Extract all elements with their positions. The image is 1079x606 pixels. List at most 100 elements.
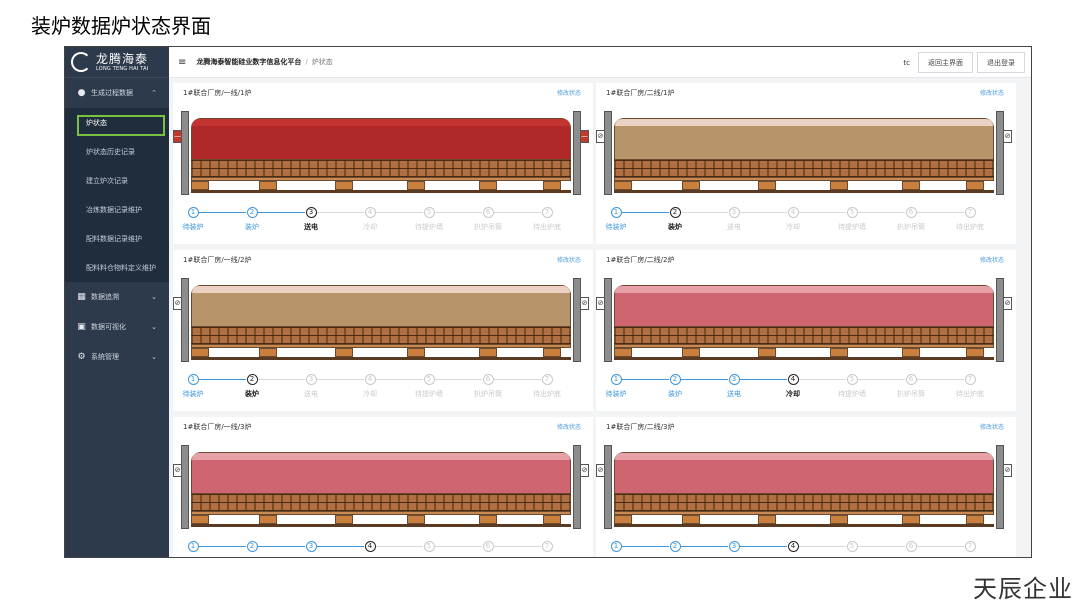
process-step[interactable]: 4 冷却 <box>764 374 822 399</box>
process-step[interactable]: 4 冷却 <box>341 207 399 232</box>
modify-status-link[interactable]: 修改状态 <box>556 424 581 431</box>
breadcrumb-platform[interactable]: 龙腾海泰智能硅业数字信息化平台 <box>196 58 302 66</box>
sidebar-item-create-record[interactable]: 建立炉次记录 <box>65 166 169 195</box>
process-step[interactable]: 2 装炉 <box>646 207 704 232</box>
process-step[interactable]: 1 <box>587 541 645 552</box>
menu-trace[interactable]: ▦ 数据追溯 ⌄ <box>65 282 169 312</box>
process-step[interactable]: 6 <box>459 541 517 552</box>
calendar-icon: ▦ <box>77 292 86 302</box>
step-connector <box>681 546 728 547</box>
step-number: 6 <box>905 374 917 385</box>
process-step[interactable]: 1 待装炉 <box>587 374 645 399</box>
furnace-legs <box>614 348 994 357</box>
process-step[interactable]: 6 扒炉吊筒 <box>882 207 940 232</box>
process-step[interactable]: 6 扒炉吊筒 <box>459 374 517 399</box>
furnace-leg <box>191 348 209 357</box>
process-step[interactable]: 1 待装炉 <box>164 374 222 399</box>
process-step[interactable]: 7 待出炉底 <box>941 207 999 232</box>
menu-production[interactable]: ● 生成过程数据 ⌃ <box>65 78 169 108</box>
process-step[interactable]: 3 <box>705 541 763 552</box>
footer-brand: 天辰企业 <box>973 575 1073 603</box>
step-connector <box>917 212 964 213</box>
process-step[interactable]: 6 <box>882 541 940 552</box>
step-number: 5 <box>846 207 858 218</box>
electrode-post <box>604 278 612 362</box>
step-label: 送电 <box>304 390 318 398</box>
modify-status-link[interactable]: 修改状态 <box>556 90 581 97</box>
process-step[interactable]: 5 <box>823 541 881 552</box>
step-connector <box>799 546 846 547</box>
process-step[interactable]: 2 <box>646 541 704 552</box>
process-step[interactable]: 5 <box>400 541 458 552</box>
process-step[interactable]: 3 送电 <box>705 207 763 232</box>
sidebar-item-batching-data[interactable]: 配料数据记录维护 <box>65 224 169 253</box>
electrode-clamp-icon: ⊘ <box>596 130 605 143</box>
process-step[interactable]: 2 装炉 <box>646 374 704 399</box>
menu-toggle-icon[interactable]: ≡ <box>178 56 187 68</box>
process-step[interactable]: 7 待出炉底 <box>518 207 576 232</box>
modify-status-link[interactable]: 修改状态 <box>979 424 1004 431</box>
furnace-leg <box>614 181 632 190</box>
sidebar-item-status-history[interactable]: 炉状态历史记录 <box>65 137 169 166</box>
process-step[interactable]: 4 <box>764 541 822 552</box>
process-step[interactable]: 7 待出炉底 <box>518 374 576 399</box>
process-step[interactable]: 7 待出炉底 <box>941 374 999 399</box>
electrode-post <box>996 445 1004 529</box>
process-step[interactable]: 1 待装炉 <box>164 207 222 232</box>
process-step[interactable]: 7 <box>518 541 576 552</box>
process-step[interactable]: 2 <box>223 541 281 552</box>
furnace-leg <box>758 181 776 190</box>
step-connector <box>317 546 364 547</box>
process-step[interactable]: 1 <box>164 541 222 552</box>
step-label: 扒炉吊筒 <box>897 223 925 231</box>
process-step[interactable]: 6 扒炉吊筒 <box>882 374 940 399</box>
process-step[interactable]: 3 送电 <box>282 207 340 232</box>
sidebar-item-smelting-data[interactable]: 冶炼数据记录维护 <box>65 195 169 224</box>
step-number: 4 <box>364 541 376 552</box>
step-connector <box>258 379 305 380</box>
step-label: 冷却 <box>363 390 377 398</box>
furnace-leg <box>479 348 497 357</box>
process-step[interactable]: 5 待提炉墙 <box>400 207 458 232</box>
process-step[interactable]: 2 装炉 <box>223 207 281 232</box>
menu-system[interactable]: ⚙ 系统管理 ⌄ <box>65 342 169 372</box>
step-connector <box>799 379 846 380</box>
furnace-graphic: — — <box>173 111 589 195</box>
process-step[interactable]: 5 待提炉墙 <box>400 374 458 399</box>
process-step[interactable]: 3 <box>282 541 340 552</box>
furnace-lid <box>192 286 570 293</box>
step-number: 6 <box>482 541 494 552</box>
sidebar-item-material-def[interactable]: 配料料仓物料定义维护 <box>65 253 169 282</box>
process-step[interactable]: 7 <box>941 541 999 552</box>
menu-visual[interactable]: ▣ 数据可视化 ⌄ <box>65 312 169 342</box>
back-home-button[interactable]: 返回主界面 <box>918 52 973 73</box>
step-connector <box>199 379 246 380</box>
furnace-floor <box>191 357 571 360</box>
logout-button[interactable]: 退出登录 <box>977 52 1025 73</box>
modify-status-link[interactable]: 修改状态 <box>556 257 581 264</box>
step-label: 扒炉吊筒 <box>474 223 502 231</box>
step-label: 待装炉 <box>605 390 627 398</box>
sidebar-item-furnace-status[interactable]: 炉状态 <box>65 108 169 137</box>
process-step[interactable]: 1 待装炉 <box>587 207 645 232</box>
process-step[interactable]: 3 送电 <box>282 374 340 399</box>
electrode-clamp-icon: ⊘ <box>1003 130 1012 143</box>
modify-status-link[interactable]: 修改状态 <box>979 257 1004 264</box>
process-step[interactable]: 2 装炉 <box>223 374 281 399</box>
process-step[interactable]: 5 待提炉墙 <box>823 207 881 232</box>
electrode-clamp-icon: ⊘ <box>173 297 182 310</box>
panel-title: 1#联合厂房/一线/3炉 <box>183 423 252 431</box>
step-label: 冷却 <box>786 223 800 231</box>
process-step[interactable]: 5 待提炉墙 <box>823 374 881 399</box>
process-step[interactable]: 6 扒炉吊筒 <box>459 207 517 232</box>
process-step[interactable]: 3 送电 <box>705 374 763 399</box>
step-label: 待出炉底 <box>533 390 561 398</box>
furnace-leg <box>335 348 353 357</box>
step-number: 3 <box>305 207 317 218</box>
step-label: 送电 <box>727 390 741 398</box>
process-step[interactable]: 4 <box>341 541 399 552</box>
process-step[interactable]: 4 冷却 <box>341 374 399 399</box>
modify-status-link[interactable]: 修改状态 <box>979 90 1004 97</box>
furnace-grid: 1#联合厂房/一线/1炉修改状态 — — 1 待装炉 2 装炉 3 送电 <box>173 83 1022 557</box>
process-step[interactable]: 4 冷却 <box>764 207 822 232</box>
